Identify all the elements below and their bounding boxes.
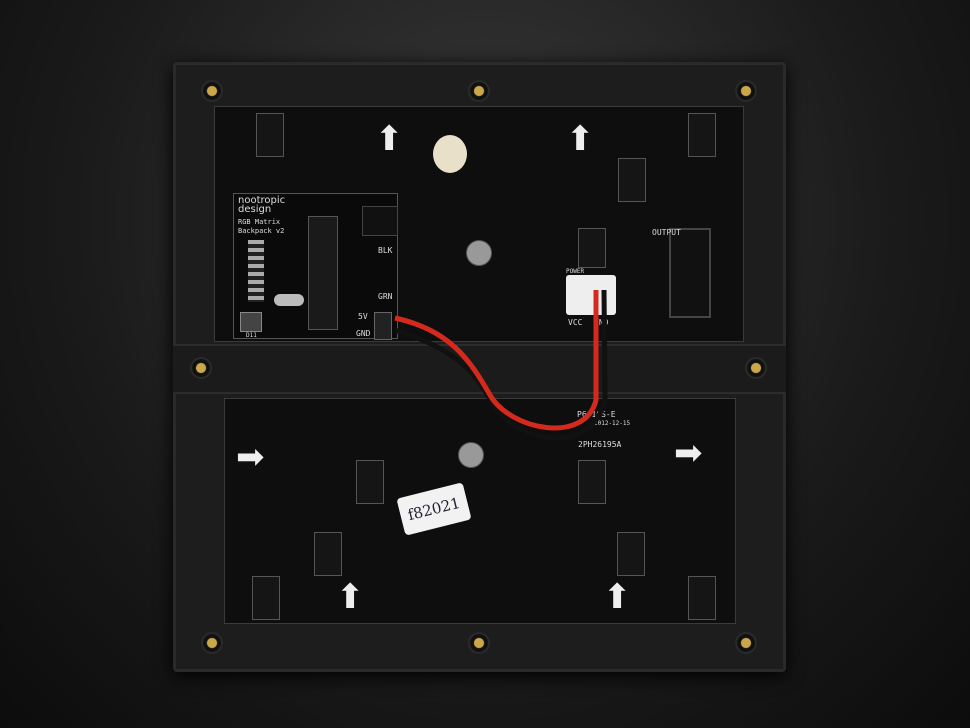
screw-terminal[interactable] (374, 312, 392, 340)
arrow-up-icon: ⬆ (603, 577, 632, 617)
pcb-bottom (224, 398, 736, 624)
capacitor (458, 442, 484, 468)
5v-label: 5V (358, 312, 368, 321)
brand-logo: nootropic design (238, 195, 286, 215)
arrow-right-icon: ➡ (236, 437, 265, 477)
ic-chip (578, 228, 606, 268)
ic-chip (356, 460, 384, 504)
ic-chip (617, 532, 645, 576)
screw (201, 80, 223, 102)
screw (190, 357, 212, 379)
grn-label: GRN (378, 292, 393, 301)
arrow-up-icon: ⬆ (375, 119, 404, 159)
power-connector[interactable] (566, 275, 616, 315)
wire-black (394, 289, 608, 441)
wire-red (394, 290, 599, 431)
ic-chip (688, 576, 716, 620)
gnd-label: GND (356, 329, 371, 338)
ic-chip (256, 113, 284, 157)
arrow-up-icon: ⬆ (336, 577, 365, 617)
screw (468, 80, 490, 102)
screw (745, 357, 767, 379)
rgb-matrix-backpack: nootropic design RGB Matrix Backpack v2 … (233, 193, 398, 340)
ic-chip (578, 460, 606, 504)
gnd-label: GND (594, 318, 609, 327)
power-label: POWER (566, 268, 585, 275)
ic-chip (688, 113, 716, 157)
crystal (274, 294, 304, 306)
speaker-disc (433, 135, 467, 173)
ic-chip (252, 576, 280, 620)
header-pins (248, 240, 264, 302)
ic-chip (314, 532, 342, 576)
model-label: P6 16S-E (577, 410, 616, 419)
d11-label: D11 (246, 332, 257, 339)
microcontroller-chip (308, 216, 338, 330)
product-label: RGB Matrix Backpack v2 (238, 218, 285, 235)
ic-chip (618, 158, 646, 202)
arrow-up-icon: ⬆ (566, 119, 595, 159)
dc-jack (362, 206, 398, 236)
capacitor (466, 240, 492, 266)
arrow-right-icon: ➡ (674, 433, 703, 473)
screw (468, 632, 490, 654)
clk-label: BLK (378, 246, 393, 255)
screw (201, 632, 223, 654)
reset-button[interactable] (240, 312, 262, 332)
vcc-label: VCC (568, 318, 583, 327)
screw (735, 632, 757, 654)
date-label: 2012-12-15 (594, 420, 631, 427)
screw (735, 80, 757, 102)
output-connector[interactable] (669, 228, 711, 318)
serial-label: 2PH26195A (578, 440, 622, 449)
output-label: OUTPUT (652, 228, 681, 237)
